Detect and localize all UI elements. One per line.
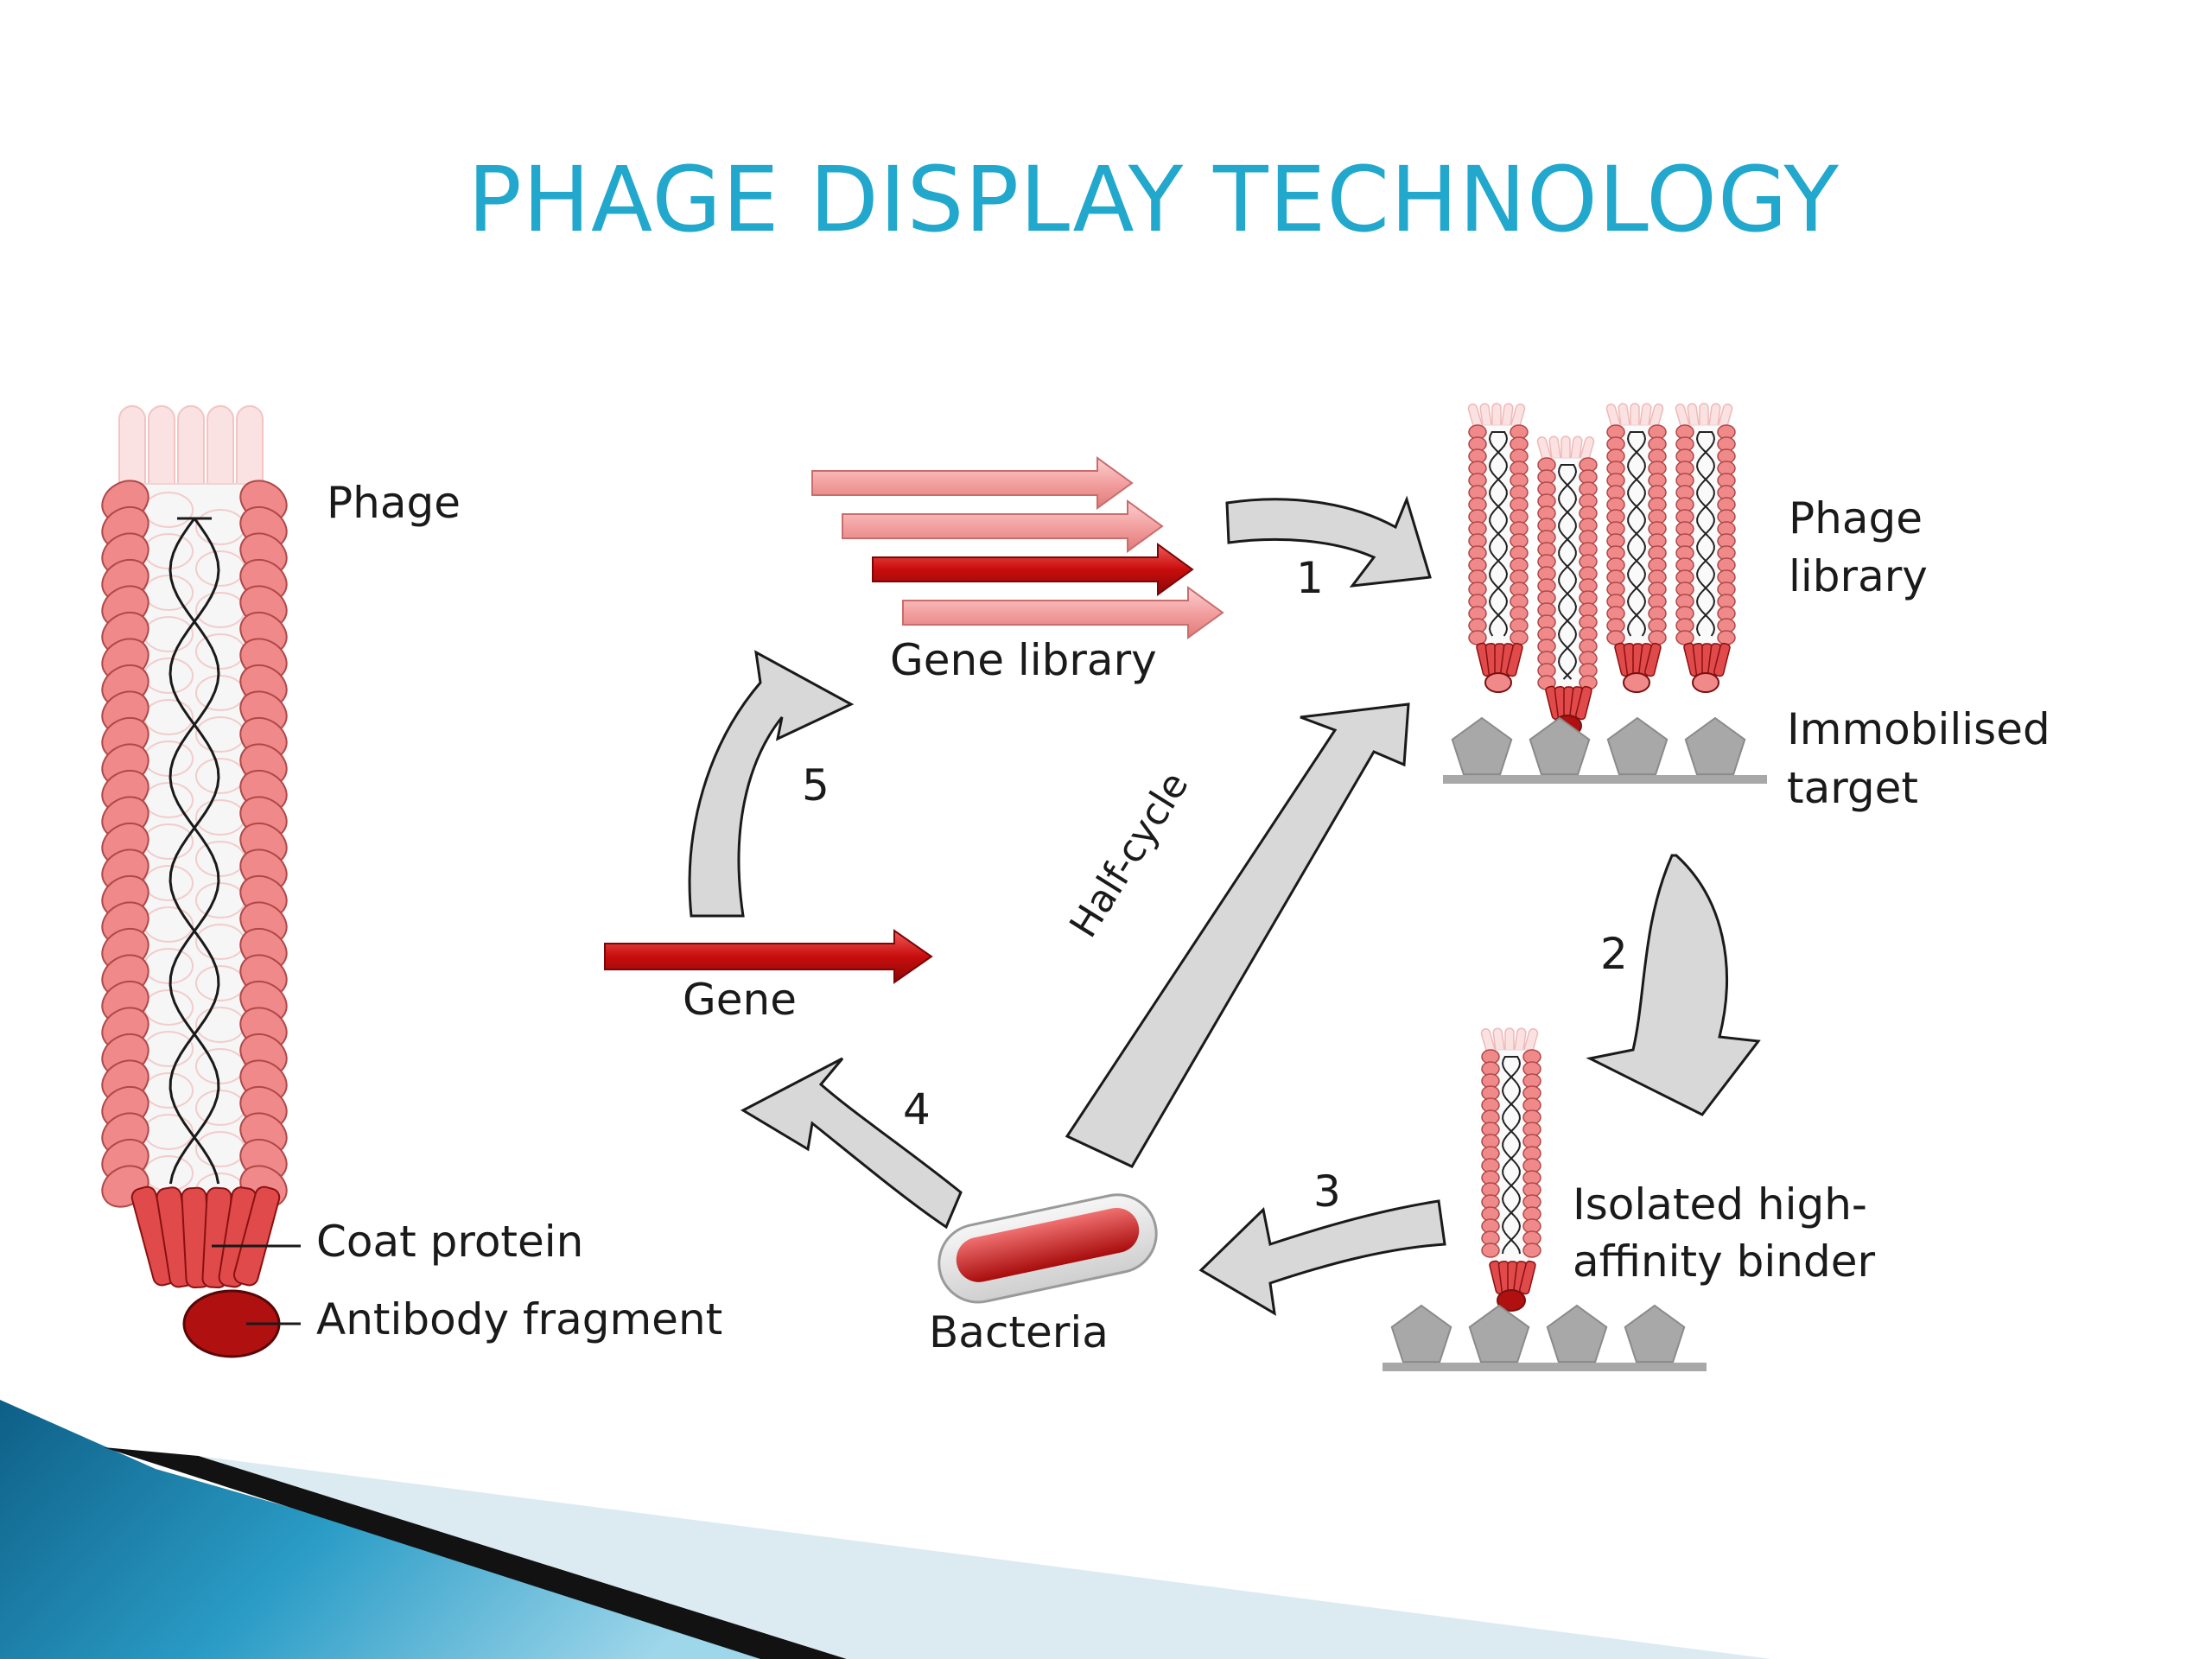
label-immobilised-line2: target: [1787, 763, 1919, 813]
step-5-number: 5: [802, 760, 830, 810]
label-coat-protein: Coat protein: [316, 1217, 584, 1267]
step-1-arrow: [1225, 495, 1432, 588]
step-4-arrow: [740, 1057, 963, 1230]
corner-decoration: [0, 1400, 1771, 1659]
half-cycle-arrow: [1065, 702, 1410, 1168]
step-5-arrow: [688, 650, 855, 918]
label-bacteria: Bacteria: [929, 1307, 1109, 1357]
label-antibody-fragment: Antibody fragment: [316, 1294, 723, 1344]
step-1-number: 1: [1296, 553, 1324, 603]
slide-title: PHAGE DISPLAY TECHNOLOGY: [467, 147, 1840, 252]
phage-illustration: [101, 405, 288, 1358]
label-immobilised-line1: Immobilised: [1787, 704, 2050, 754]
step-3-number: 3: [1313, 1166, 1341, 1217]
gene-library-arrows: [811, 456, 1224, 639]
label-isolated-line1: Isolated high-: [1573, 1179, 1867, 1230]
binder-target-surface: [1382, 1304, 1707, 1371]
label-phage-library-line2: library: [1789, 551, 1928, 601]
step-2-number: 2: [1600, 929, 1628, 979]
gene-arrow: [604, 929, 933, 984]
phage-library-illustration: [1467, 403, 1736, 737]
label-phage-library-line1: Phage: [1789, 493, 1923, 543]
label-gene: Gene: [683, 975, 797, 1025]
label-phage: Phage: [327, 478, 461, 528]
step-3-arrow: [1198, 1199, 1446, 1316]
bacteria-icon: [938, 1193, 1158, 1304]
label-isolated-line2: affinity binder: [1573, 1236, 1876, 1287]
step-4-number: 4: [903, 1084, 931, 1135]
immobilised-target: [1443, 716, 1767, 784]
label-gene-library: Gene library: [890, 635, 1157, 685]
isolated-binder-illustration: [1480, 1027, 1541, 1312]
step-2-arrow: [1586, 854, 1761, 1116]
